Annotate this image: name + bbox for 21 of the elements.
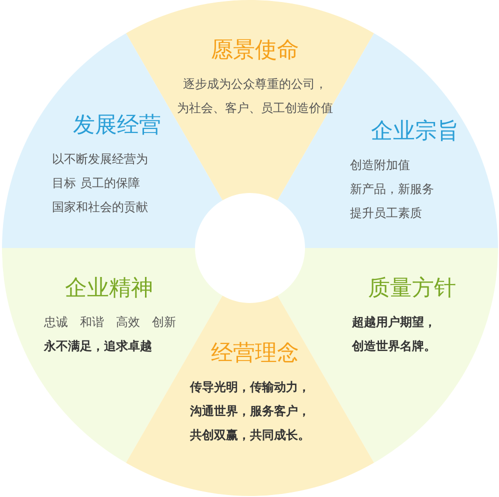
segment-text: 国家和社会的贡献: [52, 199, 149, 216]
segment-text: 创造附加值: [350, 157, 411, 174]
segment-heading: 发展经营: [72, 112, 162, 140]
segment-text: 创造世界名牌。: [352, 338, 437, 355]
segment-text: 共创双赢，共同成长。: [190, 427, 311, 444]
segment-text: 沟通世界，服务客户，: [190, 403, 311, 420]
segment-heading: 企业精神: [64, 275, 154, 303]
segment-text: 忠诚 和谐 高效 创新: [44, 314, 174, 331]
segment-heading: 经营理念: [210, 340, 300, 368]
segment-text: 以不断发展经营为: [52, 151, 149, 168]
segment-heading: 质量方针: [367, 275, 457, 303]
segment-text: 永不满足，追求卓越: [44, 338, 153, 355]
segment-text: 为社会、客户、员工创造价值: [176, 100, 334, 117]
segment-heading: 企业宗旨: [370, 118, 460, 146]
segment-text: 传导光明，传输动力，: [190, 379, 311, 396]
segment-text: 超越用户期望，: [352, 314, 437, 331]
segment-text: 逐步成为公众尊重的公司，: [182, 76, 328, 93]
segment-text: 目标 员工的保障: [52, 175, 141, 192]
segment-heading: 愿景使命: [210, 37, 300, 65]
segment-text: 提升员工素质: [350, 205, 423, 222]
segment-text: 新产品，新服务: [350, 181, 435, 198]
